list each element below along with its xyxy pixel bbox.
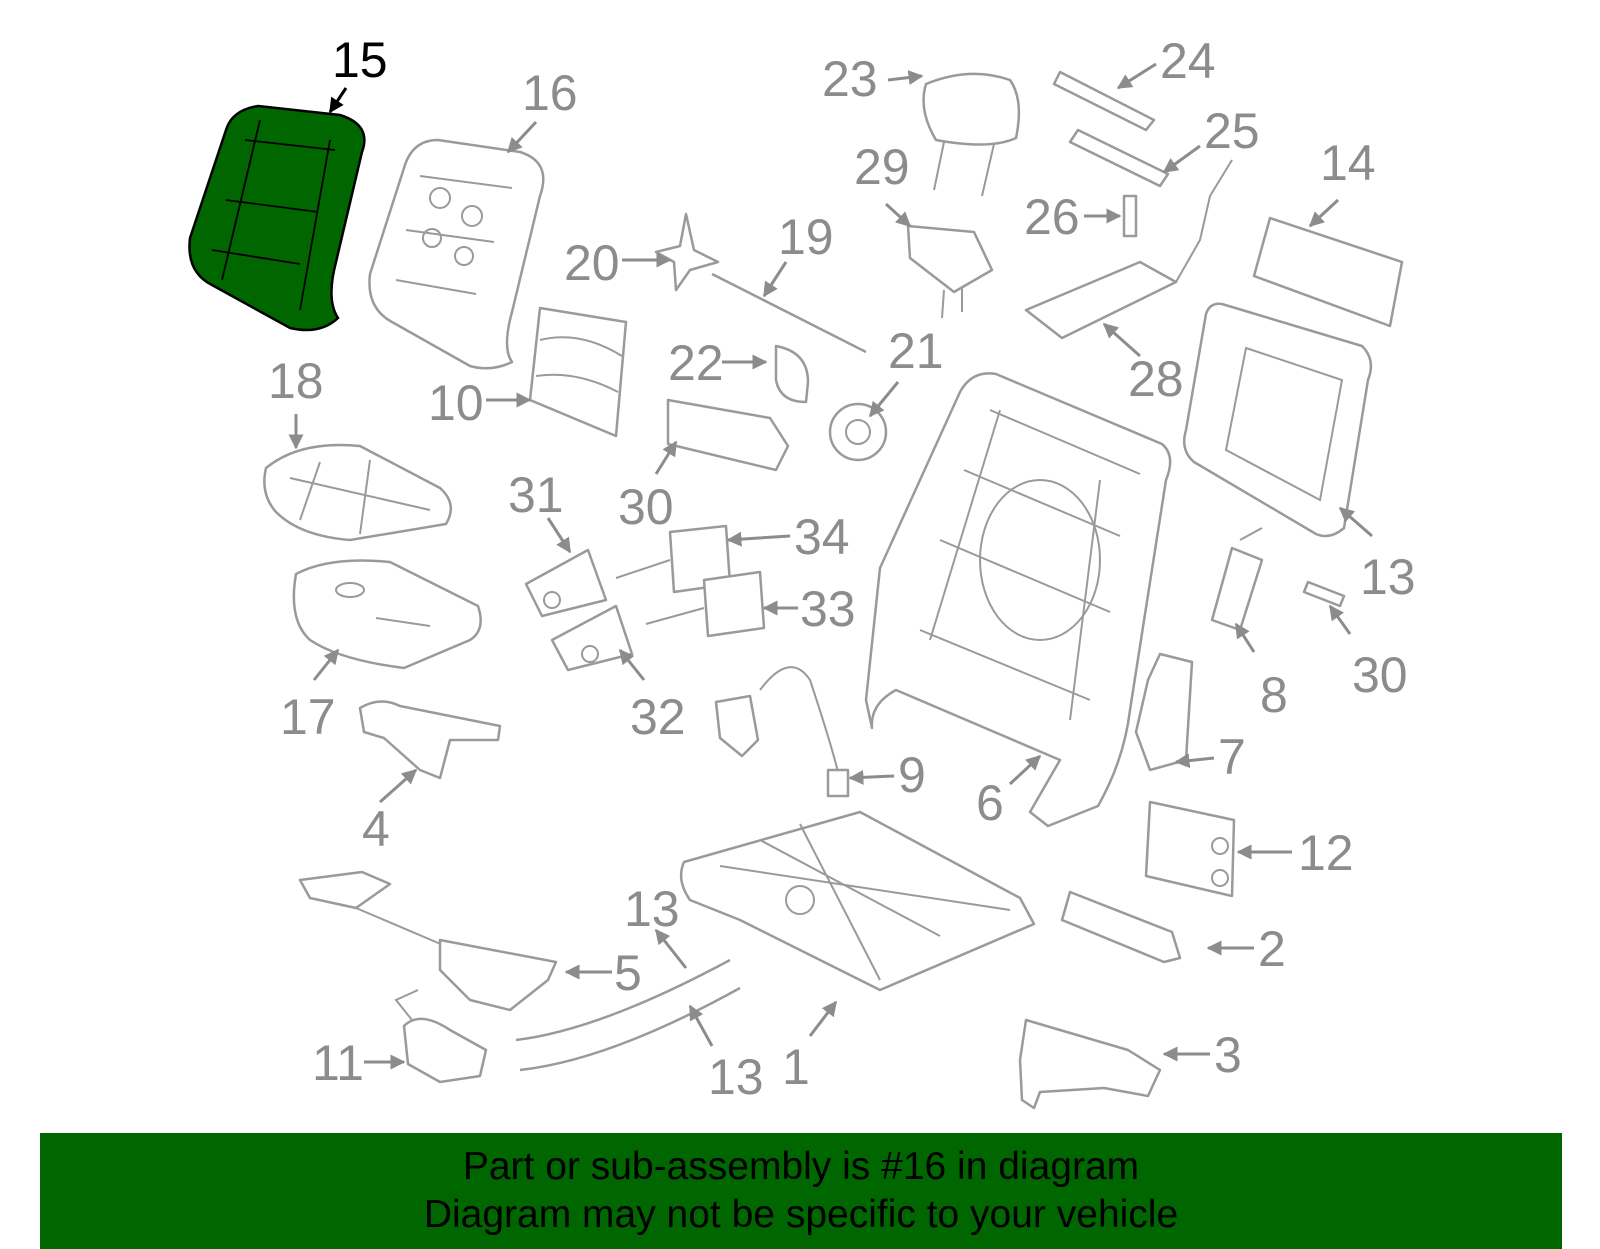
- callout-6: 6: [976, 775, 1004, 831]
- banner-line-2: Diagram may not be specific to your vehi…: [423, 1193, 1179, 1236]
- part-14-back-panel: [1183, 302, 1373, 538]
- part-19-seat-cushion: [263, 443, 453, 542]
- part-11-motor: [394, 989, 488, 1084]
- callout-29: 29: [854, 139, 910, 195]
- part-16-backrest-cover[interactable]: [188, 104, 366, 332]
- callout-19: 18: [268, 353, 324, 409]
- callout-8: 8: [1260, 667, 1288, 723]
- callout-21: 20: [564, 235, 620, 291]
- callout-34: 33: [800, 581, 856, 637]
- callout-16: 15: [332, 32, 388, 88]
- part-18-seat-pan: [292, 559, 482, 670]
- callout-18: 17: [280, 689, 336, 745]
- callout-24: 23: [822, 51, 878, 107]
- part-30-pin: [1302, 580, 1346, 608]
- part-20-rod: [711, 272, 867, 354]
- part-3-motor: [1018, 1018, 1162, 1110]
- callout-7: 7: [1218, 729, 1246, 785]
- part-29-guide: [906, 224, 994, 319]
- info-banner: Part or sub-assembly is #16 in diagram D…: [40, 1133, 1562, 1249]
- callout-30: 30: [1352, 647, 1408, 703]
- part-7-gearbox: [1134, 652, 1194, 772]
- callout-1: 1: [782, 1039, 810, 1095]
- part-32-switch: [524, 548, 608, 618]
- part-6-seat-frame: [864, 372, 1172, 828]
- callout-11: 11: [312, 1035, 364, 1091]
- part-23-cap: [774, 344, 810, 404]
- callout-22: 21: [888, 323, 944, 379]
- callout-3: 3: [1214, 1027, 1242, 1083]
- callout-labels: 15 16 18 17 4 10 20 19 22 21 30 31 34 33…: [268, 32, 1416, 1105]
- part-10-map-pocket: [528, 306, 628, 438]
- callout-25: 24: [1160, 33, 1216, 89]
- callout-33: 32: [630, 689, 686, 745]
- part-2-motor: [1060, 890, 1182, 964]
- callout-13-lower: 13: [708, 1049, 764, 1105]
- part-33-switch: [550, 604, 634, 672]
- part-12-control-unit: [1144, 800, 1236, 898]
- callout-13-upper: 13: [624, 881, 680, 937]
- callout-23: 22: [668, 335, 724, 391]
- callout-5: 5: [614, 945, 642, 1001]
- callout-10: 10: [428, 375, 484, 431]
- callout-27: 26: [1024, 189, 1080, 245]
- callout-17: 16: [522, 65, 578, 121]
- callout-4: 4: [362, 801, 390, 857]
- callout-26: 25: [1204, 103, 1260, 159]
- part-9-cable: [714, 666, 850, 798]
- callout-31: 30: [618, 479, 674, 535]
- callout-35: 34: [794, 509, 850, 565]
- callout-28: 28: [1128, 351, 1184, 407]
- part-1-seat-base: [679, 810, 1036, 992]
- leader-lines: [288, 62, 1373, 1070]
- part-4-actuator: [358, 700, 502, 780]
- part-24-headrest: [922, 72, 1021, 197]
- callout-14: 13: [1360, 549, 1416, 605]
- callout-9: 9: [898, 747, 926, 803]
- part-13-rails: [515, 958, 741, 1072]
- callout-32: 31: [508, 467, 564, 523]
- callout-12: 12: [1298, 825, 1354, 881]
- part-25-strap: [1052, 70, 1156, 132]
- part-17-backrest-shell: [368, 138, 545, 370]
- callout-15: 14: [1320, 135, 1376, 191]
- part-28-actuator: [1024, 159, 1233, 340]
- part-31-module: [666, 398, 790, 472]
- banner-line-1: Part or sub-assembly is #16 in diagram: [462, 1145, 1140, 1188]
- part-5-actuator: [298, 870, 558, 1012]
- part-15-cover: [1252, 216, 1404, 328]
- part-22-knob: [828, 402, 888, 462]
- part-21-bracket: [654, 212, 720, 292]
- callout-2: 2: [1258, 921, 1286, 977]
- part-34-panel: [645, 570, 766, 638]
- part-8-motor: [1210, 527, 1264, 632]
- callout-20: 19: [778, 209, 834, 265]
- part-26-strap: [1068, 128, 1170, 188]
- part-27-pin: [1122, 194, 1138, 238]
